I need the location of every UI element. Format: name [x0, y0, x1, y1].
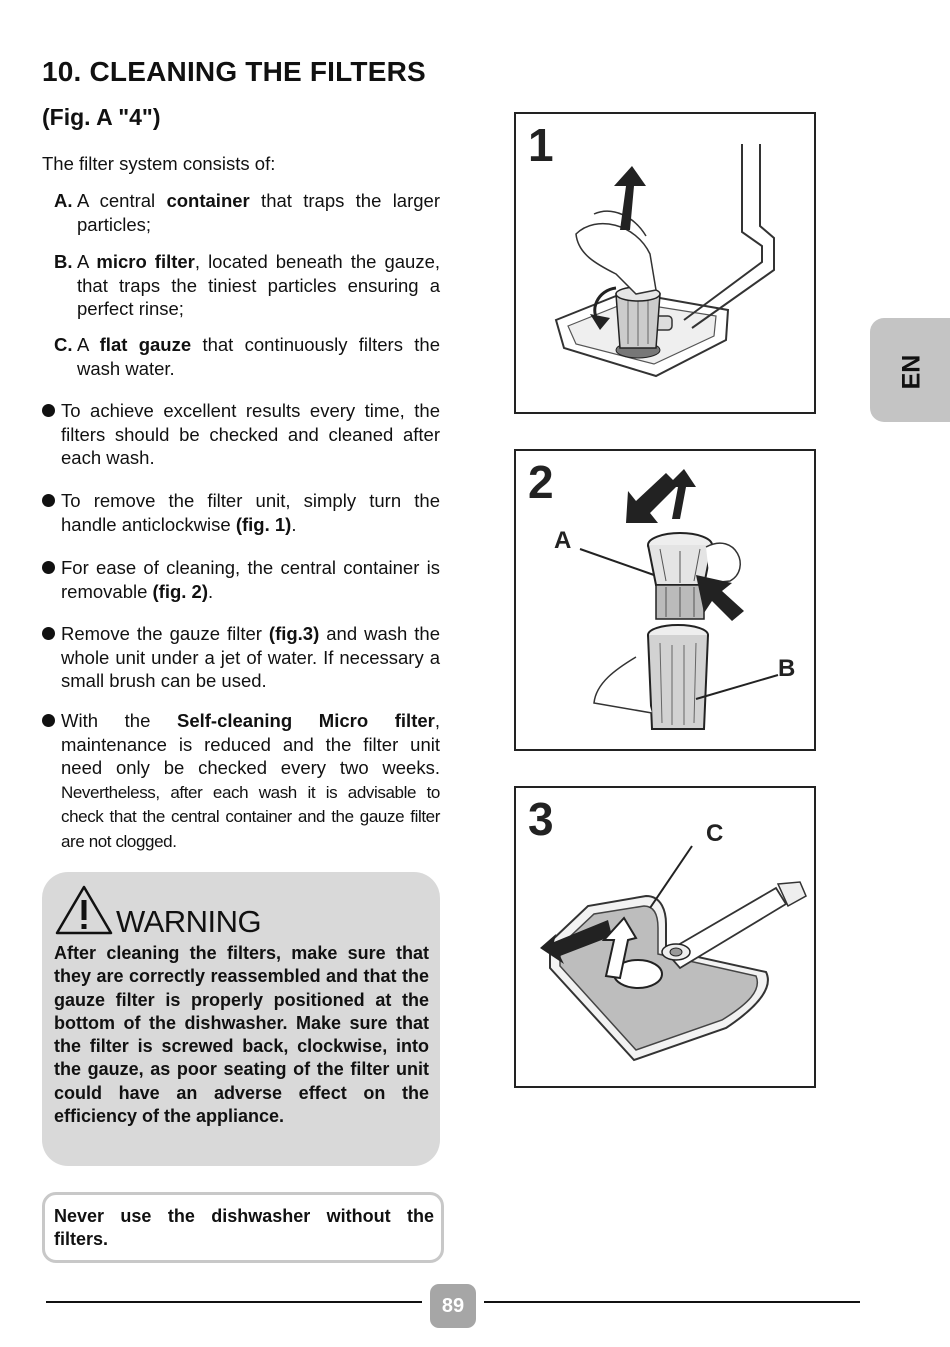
figure-3-illustration: [540, 845, 807, 1062]
part-letter: A.: [54, 190, 73, 211]
part-text: , located beneath the gauze, that traps …: [77, 251, 440, 319]
label-a: A: [554, 527, 572, 554]
bullet-text: For ease of cleaning, the central contai…: [61, 557, 440, 602]
bullet-text: .: [291, 513, 297, 535]
bullet-text: .: [208, 580, 214, 602]
bullet-text: With the: [61, 710, 177, 731]
bullet-item: To remove the filter unit, simply turn t…: [42, 489, 440, 536]
part-text: A: [77, 251, 97, 272]
note-text: Never use the dishwasher without the fil…: [54, 1206, 434, 1249]
figure-number: 3: [528, 793, 554, 845]
footer-rule-left: [46, 1301, 422, 1303]
bullet-dot: [42, 714, 55, 727]
bullet-item: For ease of cleaning, the central contai…: [42, 556, 440, 603]
bullet-item: Remove the gauze filter (fig.3) and wash…: [42, 622, 440, 693]
part-term: micro filter: [96, 251, 195, 272]
figure-number: 2: [528, 456, 554, 508]
language-label: EN: [897, 354, 926, 390]
part-item-b: B. A micro filter, located beneath the g…: [54, 250, 440, 321]
bullet-text: To remove the filter unit, simply turn t…: [61, 490, 440, 535]
warning-title: WARNING: [116, 904, 262, 939]
label-b: B: [778, 655, 796, 682]
language-tab: EN: [870, 318, 950, 422]
fig-ref: (fig.3): [268, 623, 320, 644]
part-text: A: [77, 334, 100, 355]
label-c: C: [706, 820, 724, 847]
footer-rule-right: [484, 1301, 860, 1303]
page-number: 89: [430, 1284, 476, 1328]
figure-2-illustration: [579, 469, 779, 730]
bullet-item: With the Self-cleaning Micro filter, mai…: [42, 709, 440, 853]
bullet-text: , maintenance is reduced and the filter …: [61, 710, 440, 778]
bullet-text: To achieve excellent results every time,…: [61, 400, 440, 468]
fig-ref: (fig. 1): [235, 513, 292, 535]
part-item-c: C. A flat gauze that continuously filter…: [54, 333, 440, 380]
section-subheading: (Fig. A "4"): [42, 104, 161, 130]
section-heading: 10. CLEANING THE FILTERS: [42, 56, 426, 87]
figure-number: 1: [528, 119, 554, 171]
part-text: that traps the larger particles;: [77, 190, 440, 235]
note-box: Never use the dishwasher without the fil…: [42, 1192, 444, 1263]
part-item-a: A. A central container that traps the la…: [54, 189, 440, 236]
bullet-dot: [42, 627, 55, 640]
bullet-item: To achieve excellent results every time,…: [42, 399, 440, 470]
part-text: that continuously filters the wash water…: [77, 334, 440, 379]
intro-text: The filter system consists of:: [42, 153, 276, 174]
figure-2: 2 A B: [514, 449, 816, 751]
figure-1: 1: [514, 112, 816, 414]
part-letter: B.: [54, 251, 73, 272]
warning-box: WARNING After cleaning the filters, make…: [42, 872, 440, 1166]
figure-1-illustration: [554, 144, 775, 378]
fig-ref: (fig. 2): [152, 580, 209, 602]
part-letter: C.: [54, 334, 73, 355]
bullet-dot: [42, 404, 55, 417]
figure-3: 3 C: [514, 786, 816, 1088]
bullet-dot: [42, 561, 55, 574]
bullet-text: Remove the gauze filter: [61, 623, 269, 644]
warning-text: After cleaning the filters, make sure th…: [54, 943, 429, 1127]
part-text: A central: [77, 190, 167, 211]
part-term: container: [166, 190, 250, 211]
bullet-text: and wash the whole unit under a jet of w…: [61, 623, 440, 691]
warning-triangle-icon: [55, 885, 113, 935]
bullet-dot: [42, 494, 55, 507]
bullet-term: Self-cleaning Micro filter: [177, 710, 435, 731]
part-term: flat gauze: [99, 334, 192, 355]
bullet-small-text: Nevertheless, after each wash it is advi…: [61, 782, 440, 851]
